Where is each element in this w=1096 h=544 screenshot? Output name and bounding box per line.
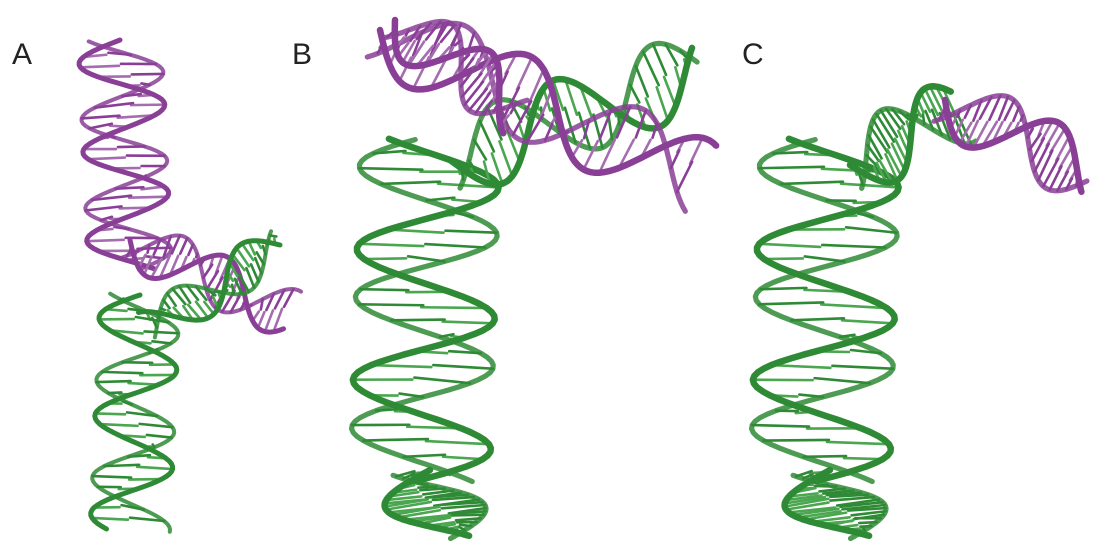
base-rung bbox=[129, 197, 167, 198]
purple-helix bbox=[934, 96, 1087, 192]
base-rung bbox=[827, 442, 889, 444]
green-helix bbox=[91, 294, 179, 532]
base-rung bbox=[771, 365, 830, 368]
base-rung bbox=[92, 476, 131, 477]
base-rung bbox=[421, 307, 486, 308]
base-rung bbox=[172, 236, 180, 254]
base-rung bbox=[86, 206, 122, 210]
panel-a-structure bbox=[79, 40, 301, 532]
base-rung bbox=[763, 440, 829, 441]
panel-c-structure bbox=[752, 86, 1087, 538]
base-rung bbox=[87, 240, 124, 241]
backbone-strand bbox=[752, 140, 898, 482]
base-rung bbox=[145, 331, 179, 333]
base-rung bbox=[842, 320, 893, 323]
base-rung bbox=[251, 264, 258, 281]
base-rung bbox=[167, 294, 175, 306]
base-rung bbox=[363, 439, 428, 440]
base-rung bbox=[815, 378, 870, 383]
base-rung bbox=[359, 244, 423, 246]
base-rung bbox=[781, 182, 843, 184]
base-rung bbox=[137, 467, 172, 469]
base-rung bbox=[265, 310, 273, 331]
base-rung bbox=[88, 158, 125, 160]
base-rung bbox=[443, 322, 493, 324]
panel-b-structure bbox=[352, 20, 716, 539]
base-rung bbox=[677, 162, 692, 192]
base-rung bbox=[359, 304, 423, 305]
base-rung bbox=[82, 116, 120, 119]
base-rung bbox=[426, 441, 489, 444]
base-rung bbox=[452, 515, 484, 516]
base-rung bbox=[433, 365, 493, 369]
base-rung bbox=[414, 378, 469, 384]
base-rung bbox=[480, 121, 494, 151]
green-helix bbox=[352, 139, 499, 482]
base-rung bbox=[465, 82, 483, 105]
base-rung bbox=[80, 66, 119, 68]
base-rung bbox=[147, 435, 172, 438]
purple-helix bbox=[79, 40, 171, 270]
backbone-strand bbox=[450, 48, 692, 185]
base-rung bbox=[759, 167, 823, 168]
base-rung bbox=[445, 231, 496, 233]
base-rung bbox=[90, 124, 112, 129]
base-rung bbox=[499, 141, 512, 176]
base-rung bbox=[690, 138, 702, 164]
base-rung bbox=[364, 258, 406, 259]
base-rung bbox=[97, 381, 131, 382]
base-rung bbox=[832, 366, 893, 369]
backbone-strand bbox=[353, 139, 499, 480]
backbone-strand bbox=[122, 236, 301, 313]
green-helix bbox=[752, 139, 899, 482]
base-rung bbox=[517, 57, 532, 89]
base-rung bbox=[636, 66, 648, 97]
base-rung bbox=[1035, 144, 1049, 172]
base-rung bbox=[791, 318, 844, 320]
base-rung bbox=[653, 44, 666, 75]
base-rung bbox=[759, 302, 823, 304]
base-rung bbox=[391, 320, 444, 321]
base-rung bbox=[359, 168, 422, 170]
base-rung bbox=[643, 52, 658, 85]
base-rung bbox=[180, 238, 187, 253]
base-rung bbox=[759, 244, 820, 247]
base-rung bbox=[92, 518, 128, 520]
backbone-strand bbox=[352, 140, 498, 482]
base-rung bbox=[822, 245, 885, 248]
base-rung bbox=[371, 365, 431, 367]
base-rung bbox=[752, 425, 809, 426]
base-rung bbox=[95, 413, 125, 414]
base-rung bbox=[361, 289, 409, 290]
base-rung bbox=[381, 182, 440, 184]
base-rung bbox=[761, 288, 807, 289]
base-rung bbox=[102, 372, 142, 373]
base-rung bbox=[657, 87, 668, 120]
base-rung bbox=[425, 244, 485, 247]
